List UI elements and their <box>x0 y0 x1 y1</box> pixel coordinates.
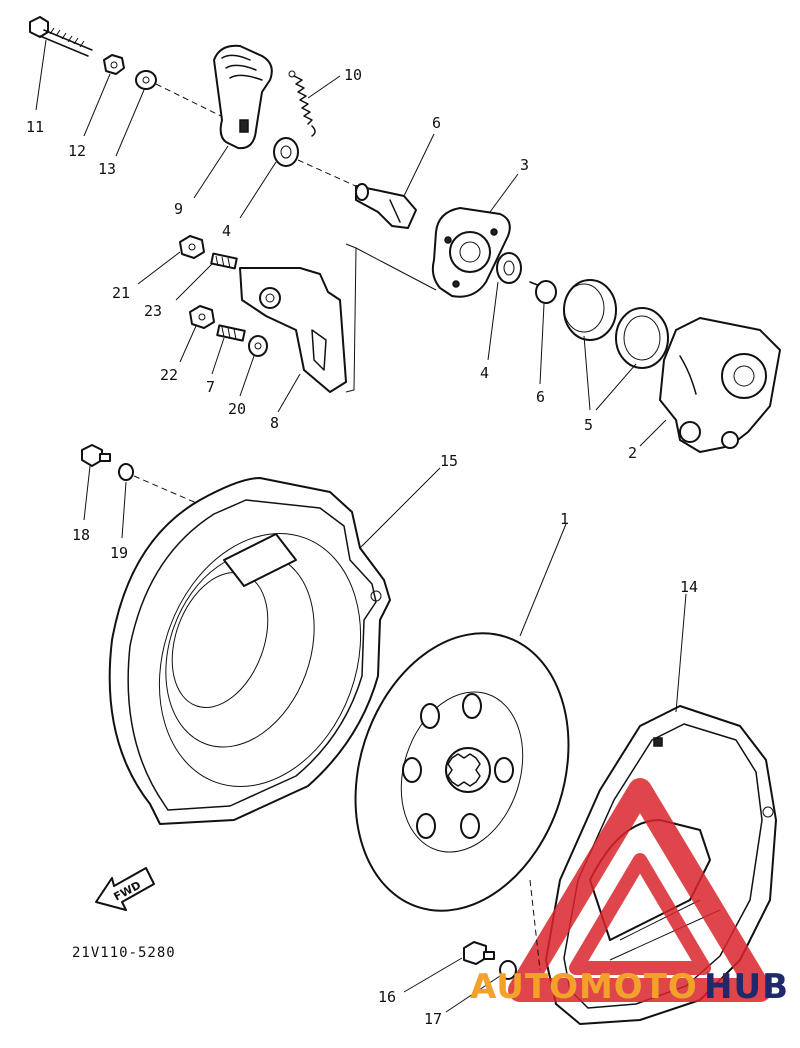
stud-23 <box>210 252 238 270</box>
housing-2 <box>659 317 781 453</box>
callout-17: 16 <box>378 988 396 1006</box>
callout-23: 23 <box>144 302 162 320</box>
watermark-logo <box>508 778 772 1002</box>
seal-4-upper <box>273 137 299 167</box>
disc-1 <box>354 632 570 912</box>
bolt-12 <box>29 16 93 57</box>
nut-22-lower <box>189 305 215 329</box>
watermark-part1: AUTOMOTO <box>470 967 698 1007</box>
plate-3 <box>431 207 511 298</box>
callout-1: 1 <box>560 510 569 528</box>
callout-20: 19 <box>110 544 128 562</box>
washer-21 <box>248 335 268 357</box>
callout-11: 10 <box>344 66 362 84</box>
callout-16: 15 <box>440 452 458 470</box>
watermark-text: AUTOMOTO HUB <box>470 967 789 1007</box>
shaft-7 <box>355 183 417 229</box>
stud-8 <box>216 324 246 342</box>
bracket-reference-line <box>345 243 357 393</box>
callout-22-upper: 21 <box>112 284 130 302</box>
callouts: 11 12 13 9 10 6 4 3 4 6 5 2 21 23 22 7 2… <box>26 66 698 1028</box>
washer-14 <box>135 70 157 90</box>
callout-8: 7 <box>206 378 215 396</box>
callout-5: 5 <box>584 416 593 434</box>
callout-18: 17 <box>424 1010 442 1028</box>
cover-16 <box>108 477 391 825</box>
callout-10: 9 <box>174 200 183 218</box>
watermark-part2: HUB <box>704 967 789 1007</box>
callout-9: 8 <box>270 414 279 432</box>
callout-15: 14 <box>680 578 698 596</box>
callout-4-upper: 4 <box>222 222 231 240</box>
pin-6 <box>529 280 557 304</box>
nut-22-upper <box>179 235 205 259</box>
cup-5a <box>563 279 617 341</box>
nut-13 <box>103 54 125 75</box>
bracket-9 <box>239 267 347 393</box>
callout-22-lower: 22 <box>160 366 178 384</box>
callout-14: 13 <box>98 160 116 178</box>
lever-10 <box>213 44 273 150</box>
bolt-17 <box>463 941 495 965</box>
callout-2: 2 <box>628 444 637 462</box>
spring-11 <box>288 70 316 137</box>
washer-18 <box>499 960 517 980</box>
bolt-19 <box>81 444 111 467</box>
washer-20 <box>118 463 134 481</box>
leader-lines <box>35 39 687 1013</box>
seal-4-lower <box>496 252 522 284</box>
callout-4-lower: 4 <box>480 364 489 382</box>
callout-6: 6 <box>536 388 545 406</box>
fwd-arrow-icon: FWD <box>95 867 155 911</box>
callout-13: 12 <box>68 142 86 160</box>
callout-12: 11 <box>26 118 44 136</box>
callout-21: 20 <box>228 400 246 418</box>
callout-3: 3 <box>520 156 529 174</box>
callout-19: 18 <box>72 526 90 544</box>
callout-7: 6 <box>432 114 441 132</box>
cup-5b <box>615 307 669 369</box>
diagram-code: 21V110-5280 <box>72 945 176 961</box>
